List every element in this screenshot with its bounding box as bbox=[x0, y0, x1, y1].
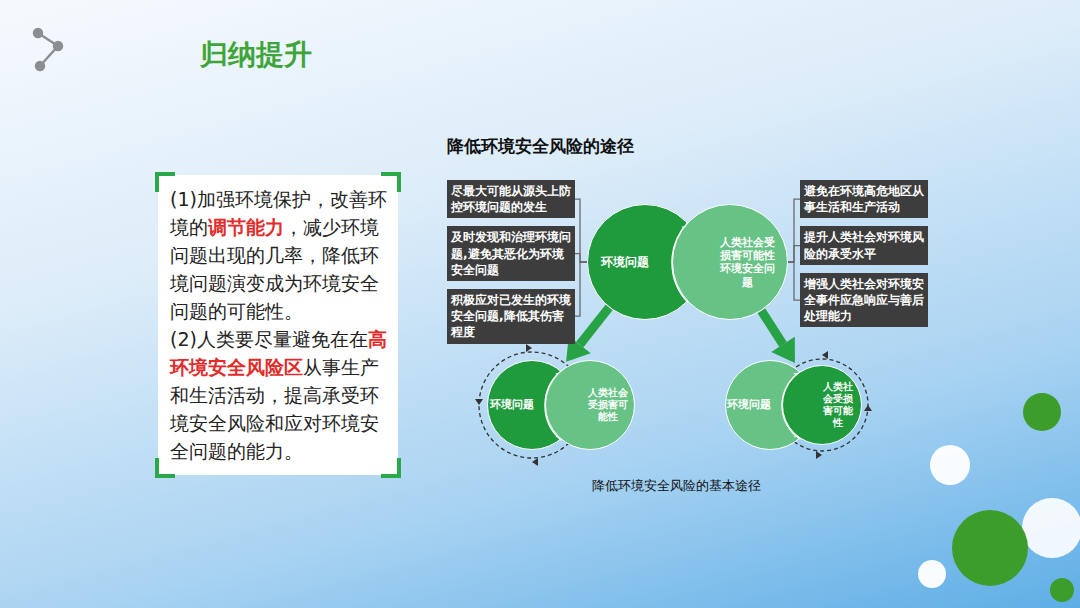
connector-line bbox=[575, 199, 587, 262]
venn-circle: 人类社会受损害可能性环境安全问题 bbox=[672, 204, 788, 320]
corner-bracket bbox=[381, 172, 401, 192]
circle-text: 人类社会受损害可能性环境安全问题 bbox=[718, 236, 776, 289]
process-box: 提升人类社会对环境风险的承受水平 bbox=[800, 226, 928, 264]
text-panel: (1)加强环境保护，改善环境的调节能力，减少环境问题出现的几率，降低环境问题演变… bbox=[158, 175, 398, 475]
connector-line bbox=[761, 311, 783, 345]
bracket-line bbox=[575, 262, 587, 316]
venn-circle: 人类社会受损害可能性 bbox=[545, 360, 635, 450]
connector-line bbox=[788, 246, 800, 262]
connector-line bbox=[788, 199, 800, 262]
box-text: 尽最大可能从源头上防控环境问题的发生 bbox=[451, 183, 571, 215]
corner-bracket bbox=[381, 458, 401, 478]
box-text: 增强人类社会对环境安全事件应急响应与善后处理能力 bbox=[804, 276, 924, 325]
arrowhead bbox=[771, 337, 795, 363]
bracket-line bbox=[788, 199, 800, 262]
box-text: 积极应对已发生的环境安全问题,降低其伤害程度 bbox=[451, 292, 571, 341]
connector-line bbox=[788, 262, 800, 300]
bracket-line bbox=[788, 246, 800, 262]
corner-bracket bbox=[155, 172, 175, 192]
caption: 降低环境安全风险的基本途径 bbox=[592, 478, 802, 495]
cycle-arrowheads bbox=[475, 344, 872, 466]
slide-heading: 归纳提升 bbox=[200, 36, 312, 74]
process-box: 避免在环境高危地区从事生活和生产活动 bbox=[800, 180, 928, 218]
circle-fill bbox=[546, 361, 635, 450]
corner-bracket bbox=[155, 458, 175, 478]
circle-text: 环境问题 bbox=[725, 398, 773, 411]
process-box: 尽最大可能从源头上防控环境问题的发生 bbox=[447, 180, 575, 218]
connector-line bbox=[575, 254, 587, 262]
panel-text: (2)人类要尽量避免在在 bbox=[170, 328, 368, 350]
diagram-title: 降低环境安全风险的途径 bbox=[390, 135, 690, 158]
venn-circle: 人类社会受损害可能性 bbox=[782, 365, 862, 445]
process-box: 及时发现和治理环境问题,避免其恶化为环境安全问题 bbox=[447, 226, 575, 281]
box-text: 避免在环境高危地区从事生活和生产活动 bbox=[804, 183, 924, 215]
box-text: 提升人类社会对环境风险的承受水平 bbox=[804, 229, 924, 261]
bracket-line bbox=[575, 254, 587, 262]
circle-text: 环境问题 bbox=[488, 398, 536, 411]
circle-text: 环境问题 bbox=[594, 255, 656, 269]
circle-fill bbox=[783, 366, 862, 445]
circle-text: 人类社会受损害可能性 bbox=[823, 381, 853, 429]
key-term: 调节能力 bbox=[208, 216, 284, 238]
process-box: 积极应对已发生的环境安全问题,降低其伤害程度 bbox=[447, 289, 575, 344]
slide-icon bbox=[34, 29, 62, 70]
background-dots bbox=[918, 393, 1080, 602]
bracket-line bbox=[788, 262, 800, 300]
circle-fill bbox=[673, 205, 788, 320]
process-box: 增强人类社会对环境安全事件应急响应与善后处理能力 bbox=[800, 273, 928, 328]
connector-line bbox=[575, 262, 587, 316]
circle-text: 人类社会受损害可能性 bbox=[587, 387, 629, 423]
cycle-dashed-circle bbox=[479, 352, 868, 458]
bracket-line bbox=[575, 199, 587, 262]
flow-arrow bbox=[761, 311, 795, 363]
box-text: 及时发现和治理环境问题,避免其恶化为环境安全问题 bbox=[451, 229, 571, 278]
connector-line bbox=[580, 308, 609, 345]
